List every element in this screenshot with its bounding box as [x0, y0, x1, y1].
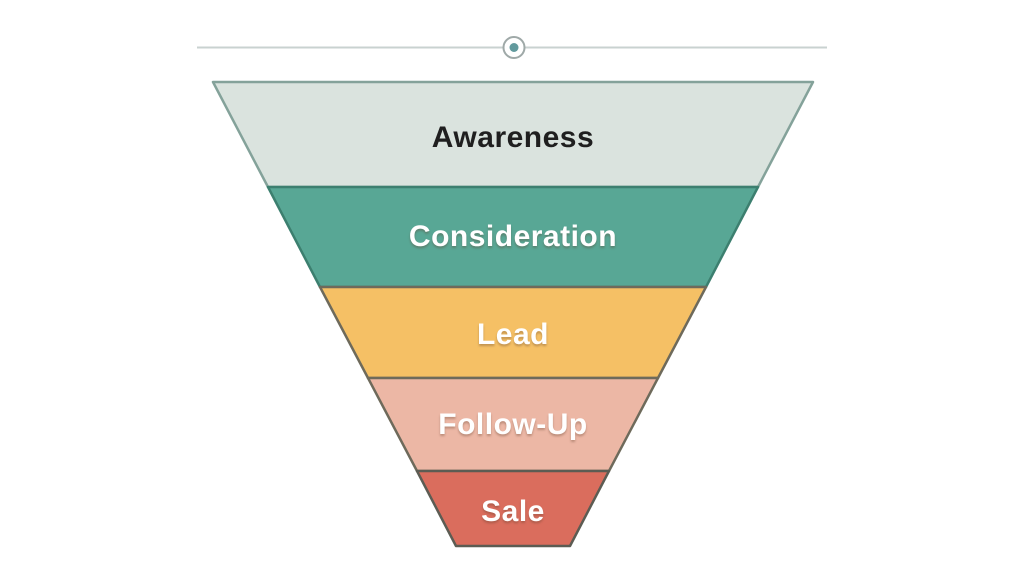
funnel-stage-consideration: Consideration: [266, 185, 760, 289]
funnel-stage-awareness-label: Awareness: [432, 121, 594, 154]
funnel-stage-lead: Lead: [318, 285, 708, 380]
funnel-stage-sale-shape: [415, 469, 611, 548]
funnel-stage-follow-up-label: Follow-Up: [438, 408, 587, 441]
funnel-stage-consideration-label: Consideration: [409, 220, 617, 253]
funnel-stage-lead-label: Lead: [477, 318, 549, 351]
funnel-stage-awareness: Awareness: [211, 80, 815, 189]
funnel-stage-sale: Sale: [415, 469, 611, 548]
divider-dot-icon: [509, 43, 519, 52]
funnel-stage-follow-up: Follow-Up: [366, 376, 660, 473]
funnel-stage-sale-label: Sale: [481, 495, 545, 528]
